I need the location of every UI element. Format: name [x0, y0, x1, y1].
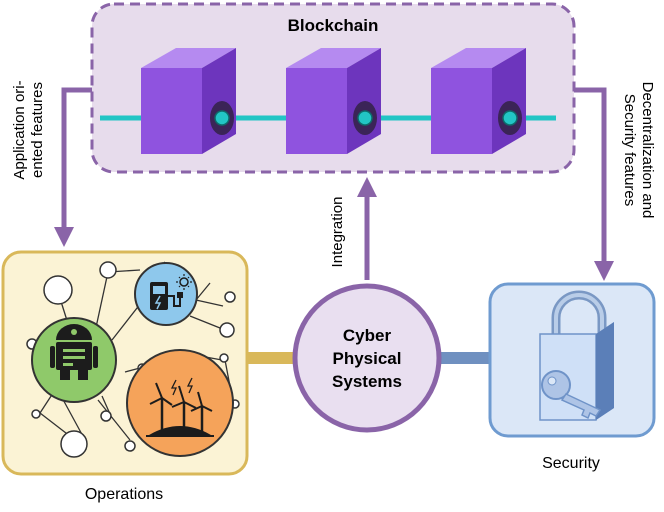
block-cube-3 — [431, 48, 526, 154]
cps-label-line2: Physical — [333, 349, 402, 368]
integration-label: Integration — [329, 197, 346, 268]
decentralization-label-1: Decentralization and — [639, 82, 656, 219]
block-cube-2 — [286, 48, 381, 154]
robot-node — [31, 317, 117, 403]
decentralization-label-2: Security features — [621, 94, 638, 207]
wind-energy-node — [126, 349, 234, 457]
security-label: Security — [542, 455, 600, 472]
cps-circle — [292, 283, 442, 433]
ev-charger-node — [134, 262, 198, 326]
security-panel — [488, 282, 656, 438]
cps-label-line3: Systems — [332, 372, 402, 391]
decentralization-security-arrow — [574, 87, 614, 281]
operations-label: Operations — [85, 486, 163, 503]
key-icon — [541, 370, 602, 420]
operations-panel — [1, 250, 249, 476]
application-features-label-2: ented features — [29, 82, 46, 178]
block-cube-1 — [141, 48, 236, 154]
robot-icon — [50, 324, 98, 380]
blockchain-panel: Blockchain — [90, 2, 576, 174]
application-features-label-1: Application ori- — [11, 80, 28, 179]
application-features-arrow — [54, 87, 92, 247]
cps-label-line1: Cyber — [343, 326, 392, 345]
charging-station-icon — [150, 274, 192, 310]
wind-turbine-icon — [146, 377, 214, 437]
cps-node: Cyber Physical Systems — [292, 283, 442, 433]
blockchain-title: Blockchain — [288, 16, 379, 35]
